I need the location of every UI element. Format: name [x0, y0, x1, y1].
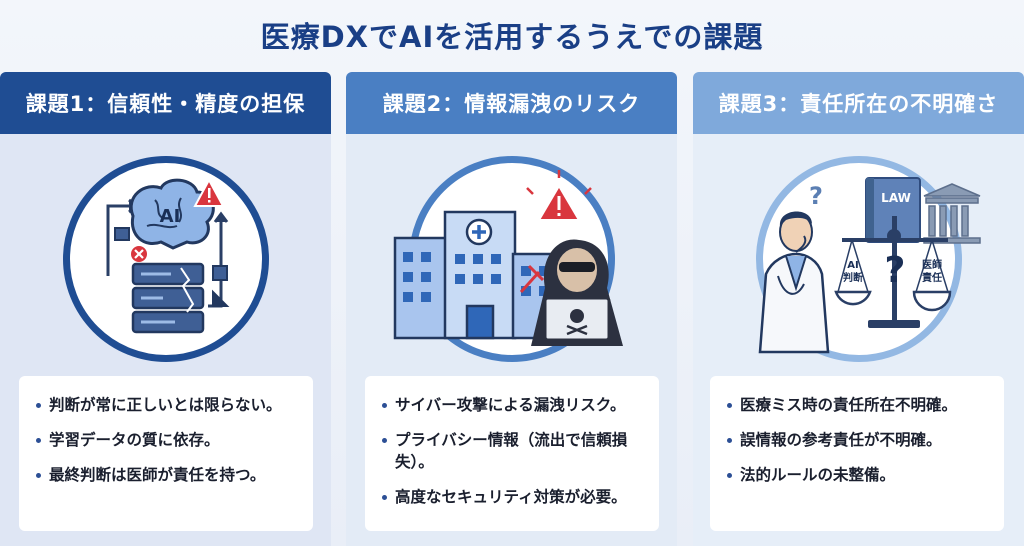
bullet-list: サイバー攻撃による漏洩リスク。 プライバシー情報（流出で信頼損失）。 高度なセキ…	[365, 376, 659, 531]
bullet-item: 最終判断は医師が責任を持つ。	[35, 464, 301, 486]
law-book-icon: LAW	[864, 177, 921, 243]
broken-link-icon	[519, 264, 544, 294]
scale-right-line1: 医師	[922, 258, 942, 271]
bullet-item: 法的ルールの未整備。	[726, 464, 992, 486]
server-icon	[131, 262, 204, 334]
bullet-item: 誤情報の参考責任が不明確。	[726, 429, 992, 451]
law-book-label: LAW	[881, 191, 911, 205]
illustration-data-leak	[393, 156, 623, 362]
bullet-item: 学習データの質に依存。	[35, 429, 301, 451]
panel-heading: 課題3：責任所在の不明確さ	[693, 72, 1024, 134]
bullet-item: 判断が常に正しいとは限らない。	[35, 394, 301, 416]
bullet-item: 医療ミス時の責任所在不明確。	[726, 394, 992, 416]
doctor-icon	[758, 211, 829, 354]
scale-left-line2: 判断	[843, 271, 863, 284]
bullet-item: 高度なセキュリティ対策が必要。	[381, 486, 647, 508]
error-icon	[130, 246, 147, 262]
challenge-panel-1: 課題1：信頼性・精度の担保 AI	[0, 72, 331, 546]
brain-label: AI	[159, 206, 180, 227]
scale-icon: ? AI 判断 医師 責任	[833, 216, 951, 328]
bullet-item: サイバー攻撃による漏洩リスク。	[381, 394, 647, 416]
illustration-responsibility: LAW ? ? AI 判断	[755, 156, 981, 362]
challenge-panel-2: 課題2：情報漏洩のリスク	[346, 72, 677, 546]
brain-icon: AI	[129, 178, 215, 250]
sparkle-icon	[967, 493, 999, 525]
courthouse-icon	[922, 183, 981, 244]
scale-question-mark: ?	[884, 250, 905, 291]
panel-heading: 課題2：情報漏洩のリスク	[346, 72, 677, 134]
warning-icon	[192, 177, 225, 207]
challenge-panel-3: 課題3：責任所在の不明確さ LAW ?	[693, 72, 1024, 546]
puzzle-piece-icon	[113, 227, 229, 307]
warning-icon	[525, 170, 592, 221]
bullet-list: 判断が常に正しいとは限らない。 学習データの質に依存。 最終判断は医師が責任を持…	[19, 376, 313, 531]
illustration-reliability: AI	[62, 156, 269, 362]
question-icon: ?	[809, 182, 823, 210]
bullet-list: 医療ミス時の責任所在不明確。 誤情報の参考責任が不明確。 法的ルールの未整備。	[710, 376, 1004, 531]
page-title: 医療DXでAIを活用するうえでの課題	[260, 20, 764, 54]
laptop-skull-icon	[536, 296, 617, 345]
bullet-item: プライバシー情報（流出で信頼損失）。	[381, 429, 647, 473]
scale-right-line2: 責任	[922, 271, 942, 284]
panel-heading: 課題1：信頼性・精度の担保	[0, 72, 331, 134]
scale-left-line1: AI	[847, 260, 858, 271]
